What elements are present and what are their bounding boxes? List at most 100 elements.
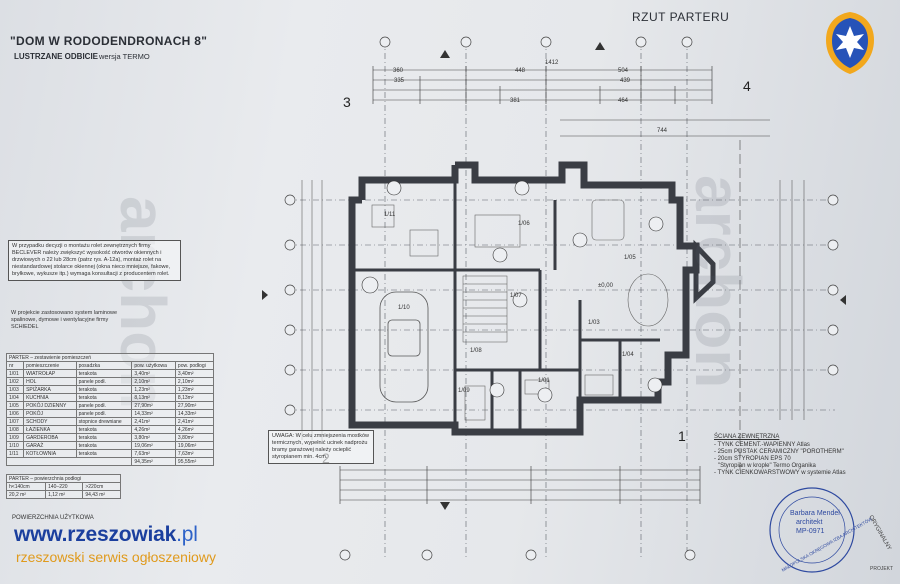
plan-title: RZUT PARTERU (632, 10, 730, 24)
table-header: posadzka (75, 361, 133, 370)
dim-label: 1412 (545, 60, 559, 66)
room-label: 1/07 (510, 293, 522, 299)
table-cell: 1/01 (5, 369, 25, 378)
table-cell: terakota (75, 393, 133, 402)
table-cell: 1,23m² (174, 385, 215, 394)
table-cell: panele podł. (75, 377, 133, 386)
dim-label: 381 (510, 98, 521, 104)
roller-note: W przypadku decyzji o montażu rolet zewn… (8, 240, 181, 281)
table-header: >220cm (82, 482, 121, 491)
table-cell: 27,90m² (174, 401, 215, 410)
table-cell: panele podł. (75, 409, 133, 418)
table-cell: 8,13m² (174, 393, 215, 402)
table-cell: 3,40m² (174, 369, 215, 378)
architect-role: architekt (796, 519, 823, 526)
table-cell: terakota (75, 449, 133, 458)
table-cell: 7,63m² (131, 449, 176, 458)
table-cell: POKÓJ (23, 409, 77, 418)
uwaga-note: UWAGA: W celu zmniejszenia mostków termi… (268, 430, 374, 464)
level-mark: ±0,00 (598, 283, 613, 289)
table-cell: stopnice drewniane (75, 417, 133, 426)
room-label: 1/01 (538, 378, 550, 384)
table-cell: WIATROŁAP (23, 369, 77, 378)
architect-name: Barbara Mendel (790, 510, 840, 517)
table-cell: 4,26m² (174, 425, 215, 434)
table-cell: 2,10m² (131, 377, 176, 386)
table-cell: 1/06 (5, 409, 25, 418)
dim-label: 744 (657, 128, 668, 134)
table-cell: panele podł. (75, 401, 133, 410)
table-cell: 8,13m² (131, 393, 176, 402)
table-cell: 94,43 m² (82, 490, 121, 499)
table-cell: terakota (75, 425, 133, 434)
project-version: wersja TERMO (99, 52, 150, 61)
table-cell: 1,12 m² (45, 490, 84, 499)
projekt-label: PROJEKT (870, 566, 894, 572)
table-cell: 2,41m² (174, 417, 215, 426)
wall-spec-line: - 25cm PUSTAK CERAMICZNY "POROTHERM" (714, 449, 844, 455)
table-cell: 1/10 (5, 441, 25, 450)
room-table-caption: PARTER – zestawienie pomieszczeń (6, 353, 214, 362)
room-label: 1/10 (398, 305, 410, 311)
table-cell: 1,23m² (131, 385, 176, 394)
dim-label: 504 (618, 68, 629, 74)
table-cell: 7,63m² (174, 449, 215, 458)
table-cell: 4,26m² (131, 425, 176, 434)
table-header: nr (5, 361, 25, 370)
table-cell: 2,10m² (174, 377, 215, 386)
table-cell: 19,06m² (174, 441, 215, 450)
table-cell: 27,90m² (131, 401, 176, 410)
table-cell: HOL (23, 377, 77, 386)
room-label: 1/11 (384, 212, 396, 218)
area-table-caption: PARTER – powierzchnia podłogi (6, 474, 121, 483)
table-cell: 1/05 (5, 401, 25, 410)
corner-number: 1 (678, 428, 686, 444)
table-header: 140–220 (45, 482, 84, 491)
table-cell: terakota (75, 369, 133, 378)
table-cell: 1/03 (5, 385, 25, 394)
site-watermark[interactable]: www.rzeszowiak.pl (14, 523, 198, 547)
wall-spec-line: - TYNK CIENKOWARSTWOWY w systemie Atlas (714, 470, 846, 476)
site-tld: .pl (176, 523, 198, 546)
dim-label: 464 (618, 98, 629, 104)
table-cell: SCHODY (23, 417, 77, 426)
table-cell: 20,2 m² (5, 490, 47, 499)
wall-spec-line: "Styropian w krople" Termo Organika (718, 463, 816, 469)
dim-label: 439 (620, 78, 631, 84)
table-cell: 95,55m² (174, 457, 215, 466)
table-cell: 1/08 (5, 425, 25, 434)
table-cell: SPIŻARKA (23, 385, 77, 394)
table-cell: 3,40m² (131, 369, 176, 378)
corner-number: 3 (343, 94, 351, 110)
table-header: pow. podłogi (174, 361, 215, 370)
table-cell: 3,80m² (131, 433, 176, 442)
table-cell: 2,41m² (131, 417, 176, 426)
project-title: "DOM W RODODENDRONACH 8" (10, 34, 208, 48)
site-tagline: rzeszowski serwis ogłoszeniowy (16, 549, 216, 565)
project-subtitle: LUSTRZANE ODBICIE (14, 52, 98, 61)
table-cell: GARAŻ (23, 441, 77, 450)
wall-spec-title: ŚCIANA ZEWNĘTRZNA (714, 434, 780, 440)
room-label: 1/05 (624, 255, 636, 261)
table-cell: 3,80m² (174, 433, 215, 442)
table-cell: ŁAZIENKA (23, 425, 77, 434)
usable-area-label: POWIERZCHNIA UŻYTKOWA (12, 515, 94, 521)
room-label: 1/04 (622, 352, 634, 358)
corner-number: 4 (743, 78, 751, 94)
area-table: PARTER – powierzchnia podłogi h<140cm 14… (5, 474, 121, 499)
table-cell: KUCHNIA (23, 393, 77, 402)
room-label: 1/08 (470, 348, 482, 354)
laminate-note: W projekcie zastosowano system laminowe … (11, 310, 118, 330)
table-cell: 14,33m² (131, 409, 176, 418)
rzeszowiak-logo-icon[interactable] (824, 10, 876, 76)
architect-seal (769, 487, 855, 573)
